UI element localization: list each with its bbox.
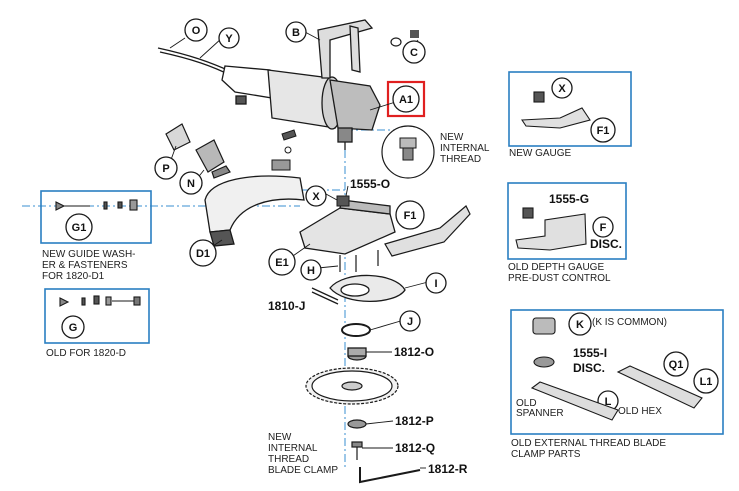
new-gauge-caption: NEW GAUGE [509, 148, 572, 159]
bubble-c: C [410, 47, 418, 59]
bubble-l1: L1 [700, 376, 713, 388]
pn-1555-i: 1555-I [573, 346, 607, 360]
bubble-a1: A1 [399, 94, 413, 106]
svg-text:ER & FASTENERS: ER & FASTENERS [42, 260, 128, 271]
part-number-labels: 1555-O 1810-J 1812-O 1812-P 1812-Q 1812-… [268, 177, 468, 476]
svg-text:CLAMP PARTS: CLAMP PARTS [511, 449, 581, 460]
clamp-x [336, 195, 350, 207]
old-depth-gauge-box [507, 182, 627, 260]
old-spanner-caption: OLD SPANNER [516, 398, 564, 419]
guide-plate-e1 [299, 199, 396, 255]
bubble-d1: D1 [196, 248, 210, 260]
bubble-o: O [192, 25, 201, 37]
old-hex-caption: OLD HEX [618, 406, 662, 417]
bubble-b: B [292, 27, 300, 39]
side-handle [317, 19, 374, 79]
bubble-f1: F1 [404, 210, 417, 222]
svg-text:BLADE CLAMP: BLADE CLAMP [268, 465, 338, 476]
bubble-n: N [187, 178, 195, 190]
old-1820d-caption: OLD FOR 1820-D [46, 348, 126, 359]
ring-j [341, 323, 371, 337]
bubble-l: L [605, 396, 612, 408]
old-external-thread-parts [530, 317, 703, 421]
hex-key-1812r [359, 467, 421, 484]
new-gauge-part [521, 91, 591, 129]
washer-1812p [347, 419, 367, 429]
svg-text:INTERNAL: INTERNAL [268, 443, 318, 454]
bubble-k: K [576, 319, 584, 331]
bubble-x-gauge: X [558, 83, 566, 95]
bubble-f-depth: F [600, 222, 607, 234]
svg-text:THREAD: THREAD [268, 454, 309, 465]
svg-text:NEW: NEW [440, 132, 464, 143]
pn-1812-q: 1812-Q [395, 441, 435, 455]
bubble-f1-gauge: F1 [597, 125, 610, 137]
svg-text:THREAD: THREAD [440, 154, 481, 165]
bubble-x: X [312, 191, 320, 203]
bubble-labels: O Y B C A1 P N X D1 E1 F1 H I J G1 G X F… [69, 25, 713, 408]
svg-text:INTERNAL: INTERNAL [440, 143, 490, 154]
a1-highlight-box [386, 80, 426, 118]
svg-text:NEW GUIDE WASH-: NEW GUIDE WASH- [42, 249, 136, 260]
guard-d1 [204, 175, 305, 247]
internal-thread-inset [381, 125, 435, 179]
svg-text:OLD: OLD [516, 398, 537, 409]
old-external-thread-caption: OLD EXTERNAL THREAD BLADE CLAMP PARTS [511, 438, 666, 460]
pn-disc-spanner: DISC. [573, 361, 605, 375]
new-internal-thread-clamp-label: NEW INTERNAL THREAD BLADE CLAMP [268, 432, 338, 476]
part-p-n [165, 123, 231, 179]
guide-washer-caption: NEW GUIDE WASH- ER & FASTENERS FOR 1820-… [42, 249, 136, 282]
svg-text:FOR 1820-D1: FOR 1820-D1 [42, 271, 105, 282]
pn-1555-g: 1555-G [549, 192, 589, 206]
bolts-h [339, 250, 379, 272]
bubble-h: H [307, 265, 315, 277]
bubble-e1: E1 [275, 257, 288, 269]
old-external-thread-box [510, 309, 724, 435]
new-gauge-box [508, 71, 632, 147]
pn-1812-o: 1812-O [394, 345, 434, 359]
svg-text:PRE-DUST CONTROL: PRE-DUST CONTROL [508, 273, 611, 284]
bubble-i: I [434, 278, 437, 290]
pn-1555-o: 1555-O [350, 177, 390, 191]
gauge-f1 [384, 205, 471, 257]
screw-1812q [351, 441, 363, 460]
guide-washer-box [40, 190, 152, 244]
k-is-common: (K IS COMMON) [592, 317, 667, 328]
key-1810j [311, 287, 339, 305]
bubble-g1: G1 [72, 222, 87, 234]
old-1820d-parts [59, 295, 141, 307]
bubble-q1: Q1 [669, 359, 684, 371]
grinder-body [157, 47, 381, 150]
svg-text:OLD DEPTH GAUGE: OLD DEPTH GAUGE [508, 262, 604, 273]
pn-disc-depth: DISC. [590, 237, 622, 251]
new-internal-thread-label: NEW INTERNAL THREAD [440, 132, 490, 165]
svg-text:OLD EXTERNAL THREAD BLADE: OLD EXTERNAL THREAD BLADE [511, 438, 666, 449]
screw [410, 30, 419, 38]
flange-i [329, 274, 406, 303]
guide-washer-parts [55, 199, 138, 211]
nut-1812o [347, 347, 367, 361]
old-depth-gauge-part [515, 207, 587, 251]
bubble-j: J [407, 316, 413, 328]
svg-text:NEW: NEW [268, 432, 292, 443]
old-1820d-box [44, 288, 150, 344]
pn-1810-j: 1810-J [268, 299, 305, 313]
saw-blade [305, 367, 399, 405]
washer [390, 37, 402, 47]
pn-1812-r: 1812-R [428, 462, 468, 476]
svg-text:SPANNER: SPANNER [516, 408, 564, 419]
bubble-p: P [162, 163, 169, 175]
bubble-y: Y [225, 33, 233, 45]
pn-1812-p: 1812-P [395, 414, 434, 428]
bubble-g: G [69, 322, 78, 334]
old-depth-gauge-caption: OLD DEPTH GAUGE PRE-DUST CONTROL [508, 262, 611, 284]
small-fasteners [271, 129, 297, 171]
